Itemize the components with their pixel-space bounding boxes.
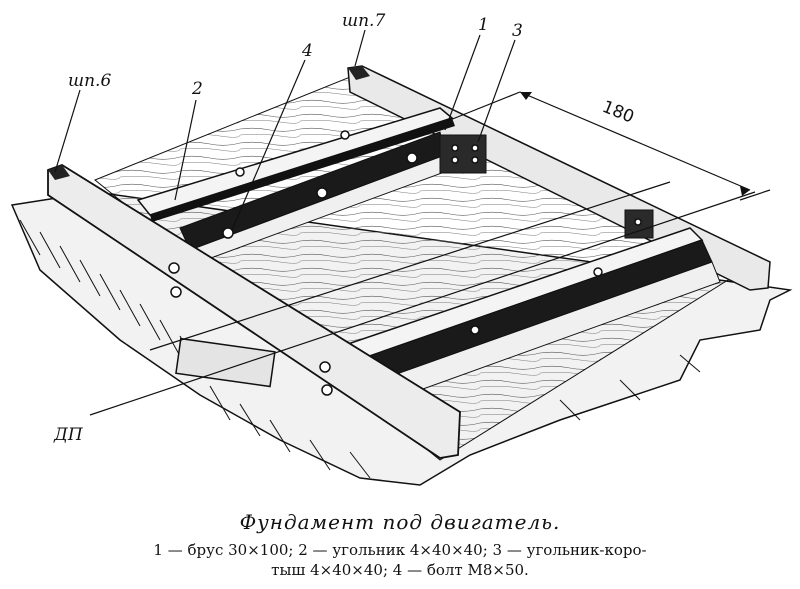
caption-legend-line-1: 1 — брус 30×100; 2 — угольник 4×40×40; 3… [153,541,647,559]
label-item-2: 2 [191,79,203,99]
engine-foundation-drawing: шп.7 1 3 4 2 шп.6 ДП 180 [10,11,793,486]
label-frame-7: шп.7 [342,11,385,31]
leader-lines [54,29,771,416]
diametral-plane-block [175,337,276,388]
dimension-arrow-left [520,92,532,100]
bolts [168,130,642,396]
label-item-4: 4 [301,41,313,61]
label-diametral-plane: ДП [53,425,84,445]
caption-legend-line-2: тыш 4×40×40; 4 — болт М8×50. [271,561,529,579]
dimension-value: 180 [599,97,637,128]
caption-title: Фундамент под двигатель. [239,510,561,534]
label-frame-6: шп.6 [68,71,111,91]
label-item-1: 1 [478,15,489,35]
dimension-arrow-right [740,186,750,196]
label-item-3: 3 [512,21,523,41]
